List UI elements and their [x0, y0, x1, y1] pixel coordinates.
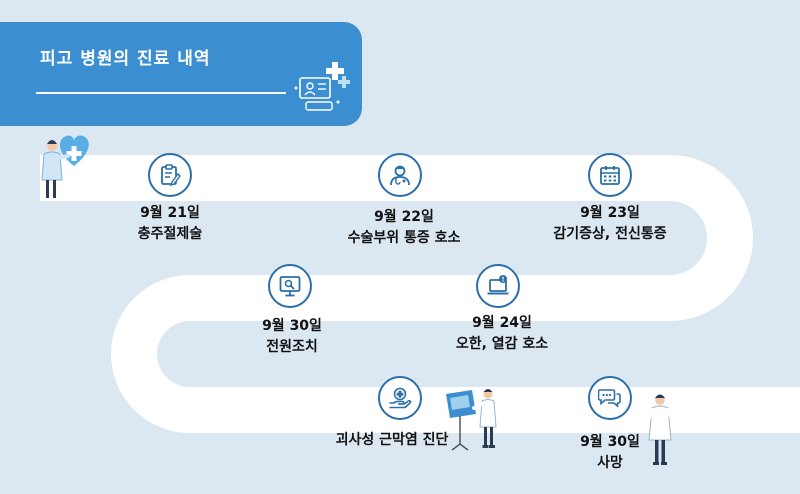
laptop-alert-icon	[487, 275, 509, 295]
title-underline	[36, 92, 286, 94]
event-3-date: 9월 23일	[580, 205, 640, 221]
event-1-desc: 충주절제술	[137, 226, 203, 242]
timeline-node-4	[476, 264, 520, 308]
event-2-label: 9월 22일 수술부위 통증 호소	[348, 207, 461, 249]
timeline-node-6	[378, 376, 422, 420]
event-3-desc: 감기증상, 전신통증	[553, 226, 667, 242]
event-4-date: 9월 24일	[472, 315, 532, 331]
clipboard-icon	[161, 164, 181, 187]
doctor-presenting-icon	[446, 389, 497, 451]
event-7-label: 9월 30일 사망	[580, 432, 640, 474]
page-title: 피고 병원의 진료 내역	[40, 49, 211, 69]
event-4-desc: 오한, 열감 호소	[455, 336, 549, 352]
timeline-node-3	[588, 153, 632, 197]
event-1-label: 9월 21일 충주절제술	[138, 203, 202, 245]
event-5-date: 9월 30일	[262, 318, 322, 334]
event-4-label: 9월 24일 오한, 열감 호소	[456, 313, 548, 355]
monitor-search-icon	[279, 276, 301, 297]
calendar-icon	[600, 166, 620, 185]
timeline-node-7	[588, 376, 632, 420]
event-6-desc: 괴사성 근막염 진단	[335, 432, 449, 448]
hand-medical-icon	[389, 387, 412, 409]
timeline-node-1	[148, 153, 192, 197]
doctor-icon	[390, 165, 410, 186]
timeline-node-2	[378, 153, 422, 197]
timeline-node-5	[268, 264, 312, 308]
event-2-date: 9월 22일	[374, 209, 434, 225]
medical-consult-icon	[294, 62, 350, 111]
chat-icon	[598, 389, 621, 408]
event-1-date: 9월 21일	[140, 205, 200, 221]
event-6-label: 괴사성 근막염 진단	[336, 430, 449, 451]
doctor-standing-icon	[644, 394, 676, 465]
event-2-desc: 수술부위 통증 호소	[347, 230, 461, 246]
event-3-label: 9월 23일 감기증상, 전신통증	[553, 203, 666, 245]
event-5-label: 9월 30일 전원조치	[262, 316, 322, 358]
event-7-date: 9월 30일	[580, 434, 640, 450]
event-7-desc: 사망	[597, 455, 623, 471]
nurse-with-heart-icon	[41, 135, 89, 198]
event-5-desc: 전원조치	[266, 339, 318, 355]
title-panel	[0, 22, 362, 126]
